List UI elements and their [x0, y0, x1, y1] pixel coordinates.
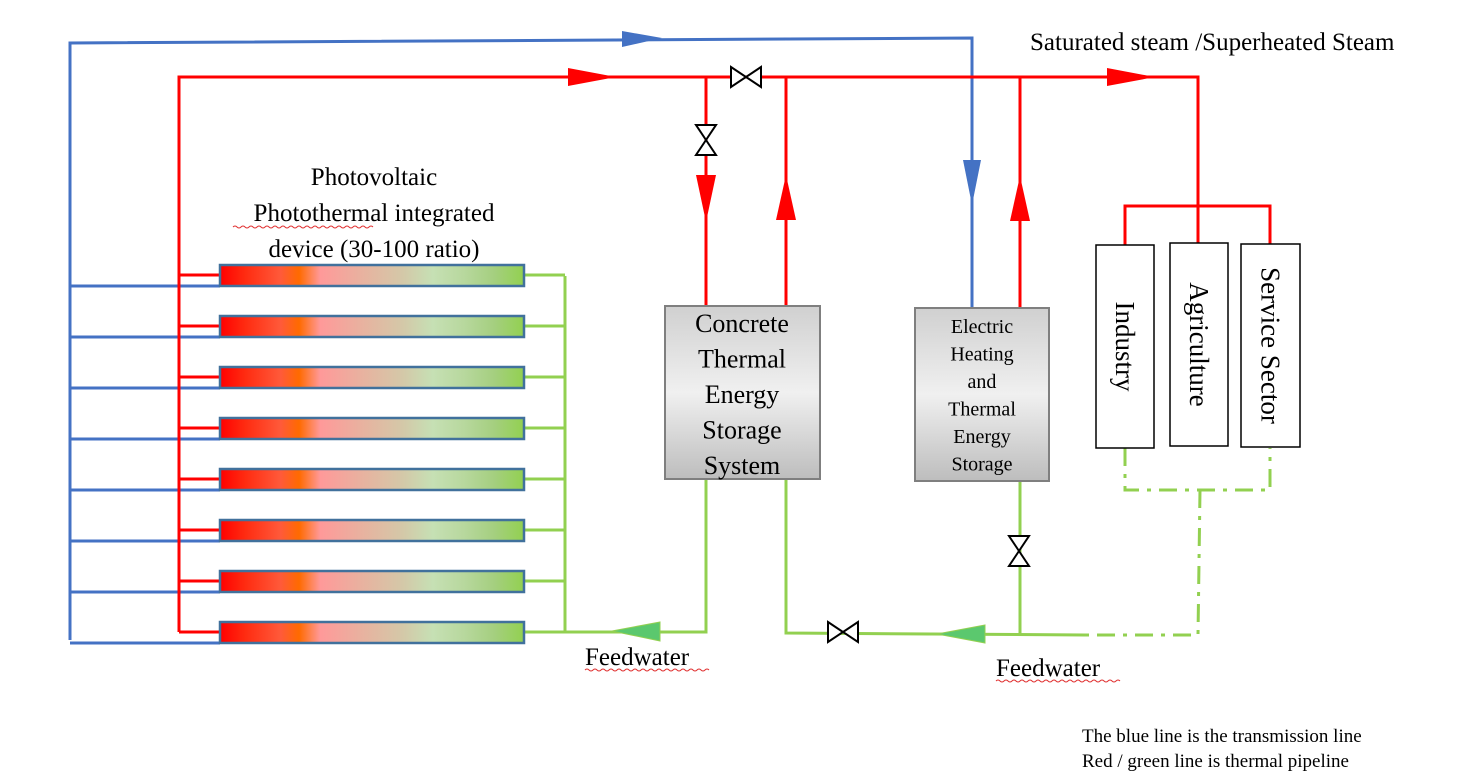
valve-icon[interactable] — [1007, 535, 1031, 567]
text-line: device (30-100 ratio) — [268, 236, 479, 263]
pv-thermal-collector[interactable] — [218, 416, 526, 441]
legend-line-2: Red / green line is thermal pipeline — [1082, 751, 1349, 772]
hot-arrow-down-concrete — [696, 175, 716, 222]
text-line: Energy — [953, 426, 1010, 448]
text-line: Thermal — [698, 345, 786, 374]
hot-header-line — [177, 75, 1200, 632]
text-line: Photovoltaic — [311, 164, 437, 191]
text-line: Heating — [950, 344, 1013, 366]
consumer-label: Industry — [1110, 302, 1140, 392]
hot-arrow-right-2 — [1107, 68, 1155, 86]
valve-icon[interactable] — [827, 620, 859, 644]
cold-pipelines — [524, 273, 1272, 644]
valve-icon[interactable] — [730, 65, 762, 89]
hot-pipelines — [177, 68, 1272, 634]
feedwater-label-right: Feedwater — [996, 655, 1101, 682]
pv-thermal-collector[interactable] — [218, 518, 526, 543]
pv-thermal-collector[interactable] — [218, 569, 526, 594]
consumer-label: Service Sector — [1256, 267, 1286, 424]
consumer-label: Agriculture — [1184, 282, 1214, 406]
consumer-box-industry[interactable]: Industry — [1095, 244, 1155, 449]
valve-icon[interactable] — [694, 124, 718, 156]
transmission-main-line — [68, 36, 974, 640]
text-line: Thermal — [948, 399, 1016, 421]
text-line: and — [968, 371, 997, 393]
pv-thermal-collector[interactable] — [218, 467, 526, 492]
feedwater-arrow-left-1 — [611, 621, 661, 642]
pv-thermal-collector[interactable] — [218, 620, 526, 645]
hot-arrow-up-concrete — [776, 175, 796, 220]
text-line: System — [704, 451, 781, 480]
pv-thermal-collector[interactable] — [218, 314, 526, 339]
text-line: Storage — [951, 454, 1012, 476]
text-line: Storage — [702, 416, 781, 445]
feedwater-right-line — [784, 480, 1086, 637]
consumer-box-agriculture[interactable]: Agriculture — [1169, 242, 1229, 447]
pv-thermal-collector[interactable] — [218, 263, 526, 288]
pv-thermal-collectors — [218, 263, 526, 645]
transmission-arrow-down — [963, 160, 981, 205]
pv-thermal-collector[interactable] — [218, 365, 526, 390]
hot-arrow-up-electric — [1010, 176, 1030, 221]
hot-arrow-right-1 — [568, 68, 616, 86]
consumer-return-line — [1123, 448, 1272, 492]
consumer-box-service-sector[interactable]: Service Sector — [1240, 243, 1301, 448]
consumer-return-down — [1085, 489, 1202, 637]
feedwater-label-left: Feedwater — [585, 644, 690, 671]
text-line: Electric — [951, 316, 1013, 338]
transmission-lines — [68, 31, 981, 645]
feedwater-arrow-left-2 — [936, 624, 986, 644]
legend-line-1: The blue line is the transmission line — [1082, 726, 1362, 747]
transmission-arrow-right — [622, 31, 662, 47]
text-line: Photothermal integrated — [254, 200, 495, 227]
text-line: Energy — [705, 380, 780, 409]
feedwater-left-line — [524, 480, 708, 634]
steam-output-label: Saturated steam /Superheated Steam — [1030, 29, 1395, 56]
text-line: Concrete — [695, 309, 789, 338]
